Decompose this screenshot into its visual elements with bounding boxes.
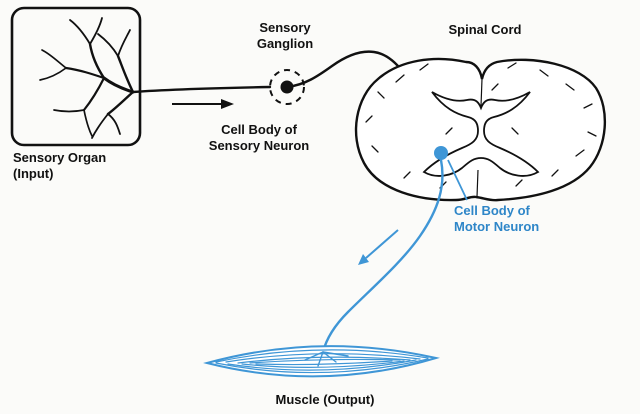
input-direction-arrow-icon xyxy=(172,99,234,109)
sensory-organ-label: Sensory Organ (Input) xyxy=(13,150,107,182)
motor-axon xyxy=(321,158,444,354)
dendrite-tree-icon xyxy=(39,17,135,139)
sensory-ganglion-circle xyxy=(269,69,305,105)
sensory-cell-body-dot xyxy=(280,80,294,94)
muscle-label: Muscle (Output) xyxy=(275,392,375,407)
spinal-cord-median-lines xyxy=(476,78,483,198)
spinal-cord-label: Spinal Cord xyxy=(448,22,522,37)
gray-matter-butterfly xyxy=(422,91,540,177)
sensory-ganglion-label: Sensory Ganglion xyxy=(256,20,314,52)
motor-cell-body-dot xyxy=(434,146,448,160)
cell-body-motor-label: Cell Body of Motor Neuron xyxy=(454,203,540,235)
cell-body-sensory-label: Cell Body of Sensory Neuron xyxy=(208,122,310,154)
white-matter-texture-marks xyxy=(365,62,597,189)
muscle-shape xyxy=(203,345,440,378)
motor-label-pointer-line xyxy=(447,159,468,201)
output-direction-arrow-icon xyxy=(358,229,399,265)
sensory-organ-box xyxy=(10,6,142,147)
